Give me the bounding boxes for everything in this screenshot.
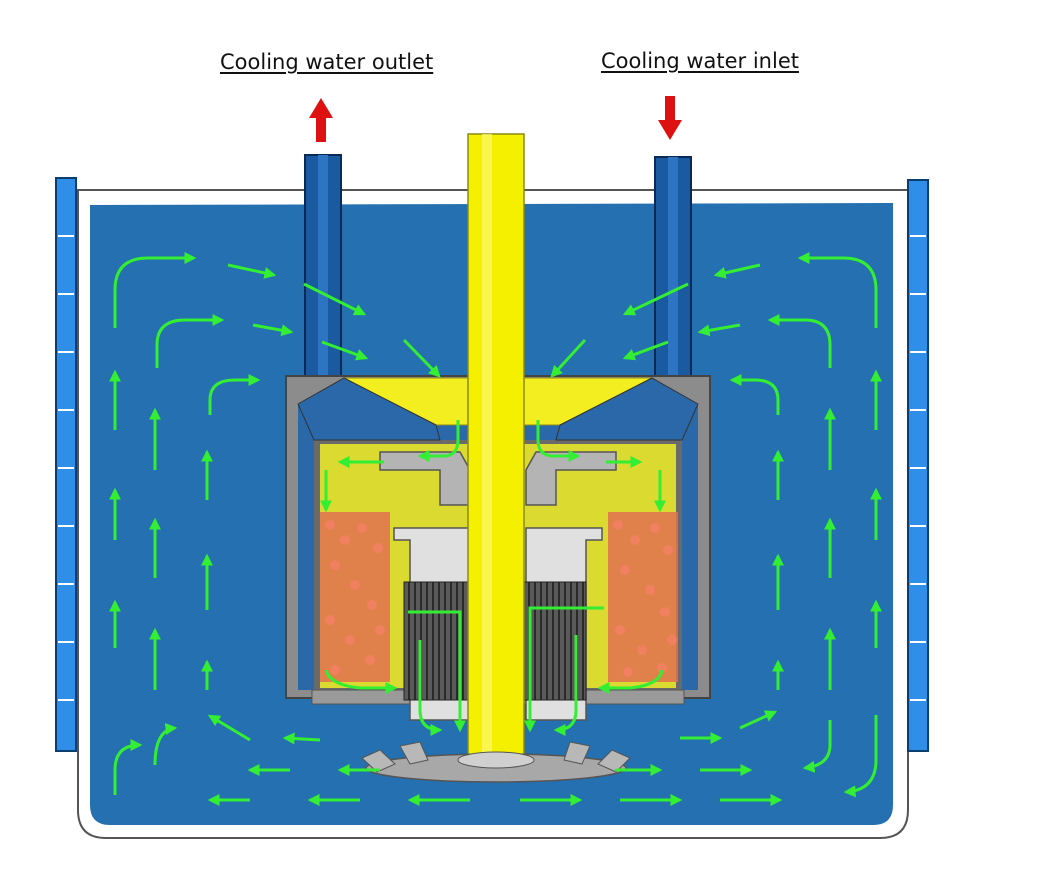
- catalyst-bed-left: [320, 512, 390, 682]
- right-side-panel: [907, 179, 929, 752]
- flow-arrow-icon: [109, 252, 882, 806]
- catalyst-bed-right: [608, 512, 678, 682]
- agitator-shaft: [467, 133, 525, 757]
- left-side-panel: [55, 177, 77, 752]
- outlet-arrow-up-icon: [309, 98, 333, 142]
- inlet-arrow-down-icon: [658, 96, 682, 140]
- inlet-pipe: [654, 156, 692, 401]
- cooling-water-inlet-label: Cooling water inlet: [601, 49, 799, 73]
- outlet-pipe: [304, 154, 342, 401]
- impeller: [361, 741, 631, 783]
- cooling-water-outlet-label: Cooling water outlet: [220, 50, 434, 74]
